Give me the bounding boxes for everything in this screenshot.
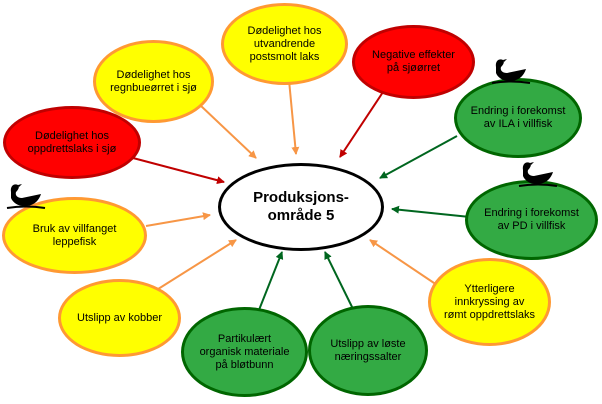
node-regnbue-label: Dødelighet hos regnbueørret i sjø: [110, 68, 197, 94]
node-organisk: Partikulært organisk materiale på bløtbu…: [181, 307, 308, 397]
node-ila: Endring i forekomst av ILA i villfisk: [454, 78, 582, 158]
node-postsmolt: Dødelighet hos utvandrende postsmolt lak…: [221, 3, 348, 85]
node-sjoorret: Negative effekter på sjøørret: [352, 25, 475, 99]
node-kobber-label: Utslipp av kobber: [77, 311, 162, 324]
arrow-naering: [324, 251, 356, 314]
arrow-postsmolt: [288, 79, 300, 155]
black-swan-icon: [518, 162, 558, 187]
center-label: Produksjons-område 5: [253, 189, 349, 224]
node-innkryssing: Ytterligere innkryssing av rømt oppdrett…: [428, 258, 551, 346]
node-organisk-label: Partikulært organisk materiale på bløtbu…: [199, 332, 290, 371]
arrow-organisk: [256, 251, 284, 316]
node-oppdrettslaks: Dødelighet hos oppdrettslaks i sjø: [3, 106, 141, 179]
node-oppdrettslaks-label: Dødelighet hos oppdrettslaks i sjø: [27, 129, 117, 155]
node-sjoorret-label: Negative effekter på sjøørret: [372, 49, 455, 74]
node-postsmolt-label: Dødelighet hos utvandrende postsmolt lak…: [247, 24, 322, 63]
node-leppefisk-label: Bruk av villfanget leppefisk: [32, 222, 117, 248]
black-swan-icon: [491, 59, 531, 84]
arrow-pd: [391, 205, 471, 218]
node-regnbue: Dødelighet hos regnbueørret i sjø: [93, 40, 214, 123]
arrow-regnbue: [199, 104, 257, 159]
node-pd-label: Endring i forekomst av PD i villfisk: [484, 207, 579, 232]
arrow-innkryssing: [369, 239, 438, 286]
node-kobber: Utslipp av kobber: [58, 279, 181, 357]
node-ila-label: Endring i forekomst av ILA i villfisk: [470, 105, 566, 130]
node-naering: Utslipp av løste næringssalter: [308, 305, 428, 396]
arrow-kobber: [146, 239, 237, 297]
node-leppefisk: Bruk av villfanget leppefisk: [2, 197, 147, 274]
arrow-sjoorret: [339, 91, 384, 158]
arrow-leppefisk: [145, 212, 211, 227]
node-innkryssing-label: Ytterligere innkryssing av rømt oppdrett…: [443, 282, 536, 321]
node-pd: Endring i forekomst av PD i villfisk: [465, 180, 598, 260]
black-swan-icon: [6, 184, 46, 209]
arrow-ila: [379, 135, 458, 179]
center-node: Produksjons-område 5: [218, 163, 384, 251]
arrow-oppdrettslaks: [132, 157, 225, 185]
node-naering-label: Utslipp av løste næringssalter: [330, 337, 406, 363]
